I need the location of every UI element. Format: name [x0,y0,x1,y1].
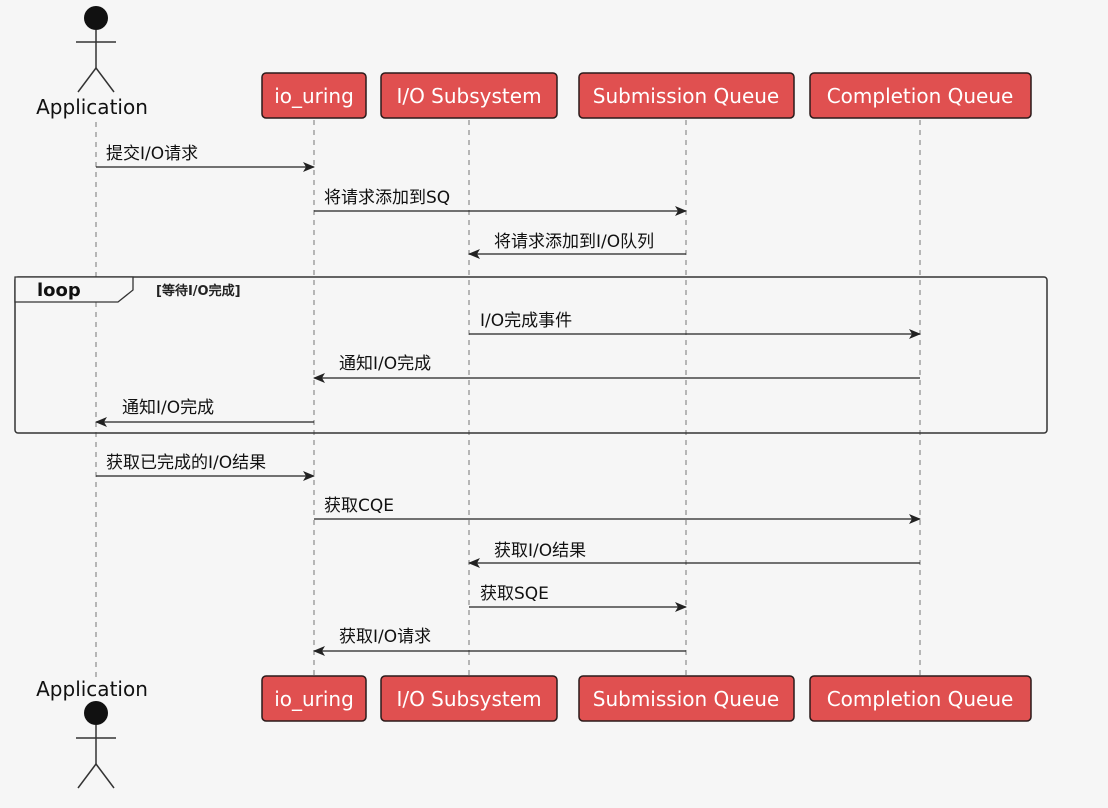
message-8: 获取CQE [314,496,921,524]
participant-label: I/O Subsystem [396,84,541,108]
actor-head-icon [84,701,108,725]
message-label: 提交I/O请求 [106,144,198,164]
participant-io-uring-bottom: io_uring [261,675,367,722]
message-2: 将请求添加到SQ [314,188,687,216]
message-4: I/O完成事件 [469,311,921,339]
loop-frame-border [14,276,1048,434]
participant-io-uring-top: io_uring [261,72,367,119]
participant-completion-queue-top: Completion Queue [809,72,1032,119]
participant-box [261,675,367,722]
participant-submission-queue-top: Submission Queue [578,72,795,119]
participant-box [578,72,795,119]
message-label: 通知I/O完成 [122,398,214,418]
message-label: 将请求添加到SQ [324,188,450,208]
message-3: 将请求添加到I/O队列 [468,232,686,259]
message-label: 获取CQE [324,496,394,516]
participant-label: io_uring [274,84,354,108]
message-label: 将请求添加到I/O队列 [494,232,654,252]
participant-box [809,72,1032,119]
message-7: 获取已完成的I/O结果 [96,453,315,481]
participant-label: Completion Queue [827,687,1014,711]
message-6: 通知I/O完成 [95,398,314,427]
message-label: 获取已完成的I/O结果 [106,453,266,473]
actor-leg-left [77,763,97,789]
participant-completion-queue-bottom: Completion Queue [809,675,1032,722]
actor-head-icon [84,6,108,30]
actor-application-bottom: Application [36,677,148,789]
message-10: 获取SQE [469,584,687,612]
participant-label: Submission Queue [593,84,779,108]
participant-box [380,675,558,722]
actor-leg-right [95,763,115,789]
participant-submission-queue-bottom: Submission Queue [578,675,795,722]
message-1: 提交I/O请求 [96,144,315,172]
message-label: I/O完成事件 [480,311,572,331]
message-label: 获取SQE [480,584,549,604]
loop-frame: loop [等待I/O完成] [14,276,1048,434]
participant-box [578,675,795,722]
actor-label: Application [36,677,148,701]
loop-label: loop [37,280,81,301]
participant-label: Completion Queue [827,84,1014,108]
participant-box [809,675,1032,722]
participant-label: Submission Queue [593,687,779,711]
participant-label: io_uring [274,687,354,711]
message-9: 获取I/O结果 [468,541,920,568]
actor-label: Application [36,95,148,119]
loop-condition: [等待I/O完成] [156,283,241,299]
participant-io-subsystem-bottom: I/O Subsystem [380,675,558,722]
message-label: 通知I/O完成 [339,354,431,374]
message-label: 获取I/O请求 [339,627,431,647]
loop-frame-tab [14,276,134,303]
participant-label: I/O Subsystem [396,687,541,711]
actor-application-top: Application [36,6,148,119]
actor-leg-right [95,67,115,93]
message-label: 获取I/O结果 [494,541,586,561]
participant-io-subsystem-top: I/O Subsystem [380,72,558,119]
message-5: 通知I/O完成 [313,354,920,383]
participant-box [261,72,367,119]
message-11: 获取I/O请求 [313,627,686,656]
actor-leg-left [77,67,97,93]
participant-box [380,72,558,119]
